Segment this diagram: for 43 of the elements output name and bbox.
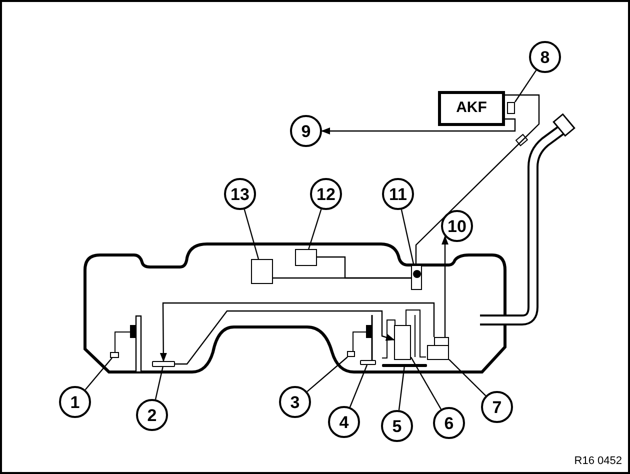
leader-line <box>514 70 537 102</box>
connector <box>507 102 515 114</box>
callout-number: 10 <box>441 210 473 242</box>
leader-line <box>308 209 322 250</box>
flow-arrow <box>442 236 448 337</box>
sensor <box>110 352 119 358</box>
callout-number: 13 <box>224 178 256 210</box>
component-box <box>295 249 317 266</box>
callout-number: 5 <box>381 410 413 442</box>
component-box: AKF <box>438 91 505 126</box>
chamber-box <box>394 325 411 360</box>
flow-arrow <box>175 310 395 365</box>
figure-code: R16 0452 <box>574 454 622 468</box>
component-box <box>251 259 273 284</box>
callout-number: 2 <box>136 399 168 431</box>
leader-line <box>398 366 405 410</box>
callout-number: 6 <box>433 407 465 439</box>
leader-line <box>306 356 348 392</box>
callout-number: 7 <box>481 391 513 423</box>
leader-line <box>154 366 164 400</box>
callout-number: 4 <box>328 406 360 438</box>
leader-line <box>244 209 260 260</box>
callout-number: 3 <box>279 386 311 418</box>
flow-arrow <box>160 302 435 362</box>
callout-number: 12 <box>310 178 342 210</box>
flow-arrow <box>321 118 516 134</box>
callout-number: 11 <box>382 178 414 210</box>
leader-line <box>448 358 486 396</box>
pipe-line <box>317 256 411 279</box>
component-box <box>427 337 449 360</box>
leader-line <box>410 356 442 410</box>
leader-line <box>400 209 414 266</box>
pipe <box>382 364 427 367</box>
sensor <box>347 351 355 357</box>
callout-number: 8 <box>529 41 561 73</box>
leader-line <box>84 358 112 390</box>
jet-pump <box>152 361 175 367</box>
callout-number: 9 <box>290 115 322 147</box>
jet-pump <box>360 360 376 365</box>
leader-line <box>349 364 368 408</box>
valve-symbol <box>411 265 422 290</box>
callout-number: 1 <box>59 386 91 418</box>
pipe-line <box>415 94 540 265</box>
